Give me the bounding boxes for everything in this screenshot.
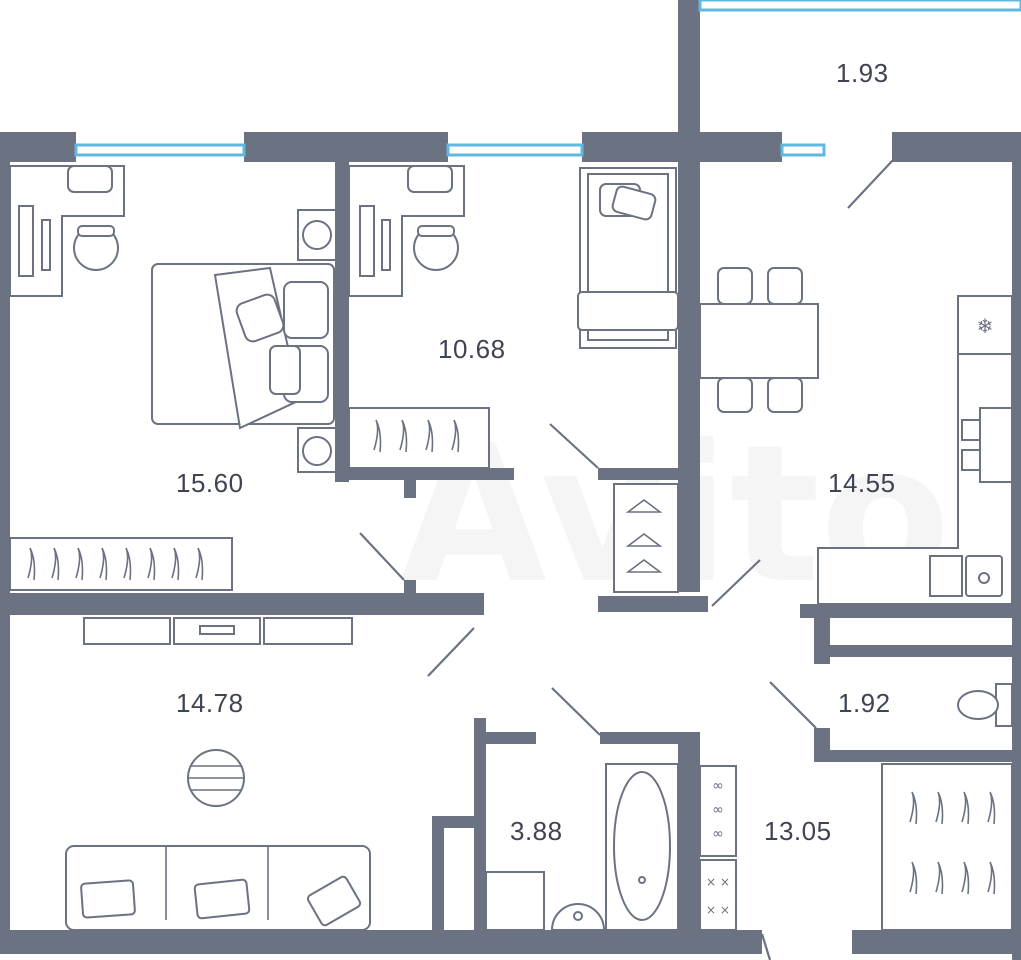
dining-table	[699, 267, 819, 413]
svg-text:∞: ∞	[712, 778, 724, 794]
area-bedroom-1: 15.60	[176, 468, 244, 498]
area-hallway: 13.05	[764, 816, 832, 846]
area-bathroom: 3.88	[510, 816, 563, 846]
sink	[550, 903, 606, 931]
desk-bedroom-1	[9, 165, 125, 297]
area-labels: 15.60 10.68 1.93 14.55 14.78 1.92 3.88 1…	[176, 58, 896, 846]
wardrobe-bedroom-2	[348, 407, 490, 469]
washing-machine	[485, 871, 545, 931]
area-living-room: 14.78	[176, 688, 244, 718]
svg-text:× ×: × ×	[706, 903, 730, 917]
sofa	[65, 845, 371, 931]
area-kitchen: 14.55	[828, 468, 896, 498]
wardrobe-hallway	[881, 763, 1013, 931]
desk-bedroom-2	[348, 165, 465, 297]
svg-text:∞: ∞	[712, 826, 724, 842]
shoe-rack: ∞ ∞ ∞ × × × ×	[699, 765, 737, 931]
wardrobe-bedroom-1	[9, 537, 233, 591]
bed-double	[151, 263, 335, 430]
closet-hallway	[613, 483, 679, 593]
toilet-fixture	[957, 683, 1013, 727]
doors	[359, 159, 894, 960]
area-toilet: 1.92	[838, 688, 891, 718]
bed-single	[577, 167, 679, 349]
pouf	[187, 749, 245, 807]
kitchen-counter: ❄	[817, 295, 1013, 605]
area-balcony: 1.93	[836, 58, 889, 88]
svg-text:× ×: × ×	[706, 875, 730, 889]
bathtub	[605, 763, 679, 931]
svg-text:∞: ∞	[712, 802, 724, 818]
nightstands	[297, 209, 337, 473]
windows	[74, 0, 1021, 157]
tv-unit	[83, 617, 353, 645]
area-bedroom-2: 10.68	[438, 334, 506, 364]
svg-text:❄: ❄	[977, 314, 994, 338]
